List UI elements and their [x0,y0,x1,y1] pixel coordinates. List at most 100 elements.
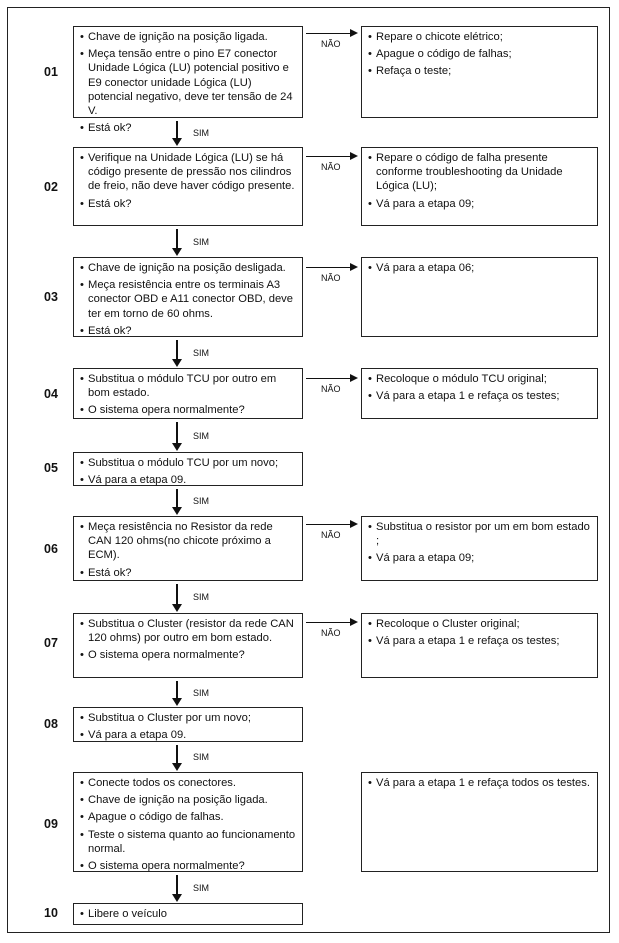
sim-arrow [172,121,182,146]
step-number: 08 [44,717,58,731]
step-list: Substitua o Cluster por um novo; Vá para … [80,711,296,743]
step-bullet: Vá para a etapa 09. [80,728,296,742]
step-bullet: O sistema opera normalmente? [80,403,296,417]
sim-label: SIM [193,236,210,247]
step-action-box: Verifique na Unidade Lógica (LU) se há c… [73,147,303,226]
diagram-frame [7,7,610,933]
step-bullet: Refaça o teste; [368,64,591,78]
step-action-box: Chave de ignição na posição ligada.Meça … [73,26,303,136]
step-list: Substitua o resistor por um em bom estad… [368,520,591,566]
step-bullet: Substitua o módulo TCU por um novo; [80,456,296,470]
nao-label: NÃO [321,628,341,638]
step-bullet: Está ok? [80,566,296,580]
step-bullet: Meça resistência entre os terminais A3 c… [80,278,296,321]
step-bullet: Está ok? [80,197,296,211]
step-number: 05 [44,461,58,475]
step-list: Recoloque o Cluster original; Vá para a e… [368,617,591,649]
sim-arrow [172,584,182,612]
step-number: 06 [44,542,58,556]
step-bullet: Chave de ignição na posição ligada. [80,793,296,807]
step-bullet: Está ok? [80,121,296,135]
step-bullet: Repare o chicote elétrico; [368,30,591,44]
step-action-box: Substitua o módulo TCU por outro em bom … [73,368,303,419]
step-list: Vá para a etapa 1 e refaça todos os test… [368,776,591,790]
sim-arrow [172,422,182,451]
sim-label: SIM [193,430,210,441]
step-list: Meça resistência no Resistor da rede CAN… [80,520,296,580]
sim-label: SIM [193,347,210,358]
step-bullet: Substitua o módulo TCU por outro em bom … [80,372,296,400]
step-bullet: Vá para a etapa 06; [368,261,591,275]
step-number: 09 [44,817,58,831]
step-bullet: Está ok? [80,324,296,338]
step-bullet: Apague o código de falhas. [80,810,296,824]
step-bullet: Chave de ignição na posição desligada. [80,261,296,275]
step-list: Repare o código de falha presente confor… [368,151,591,211]
step-list: Recoloque o módulo TCU original; Vá para … [368,372,591,404]
step-action-box: Substitua o Cluster por um novo; Vá para … [73,707,303,743]
step-bullet: Recoloque o Cluster original; [368,617,591,631]
step-bullet: Vá para a etapa 09. [80,473,296,487]
step-bullet: Vá para a etapa 09; [368,551,591,565]
step-action-box: Meça resistência no Resistor da rede CAN… [73,516,303,581]
step-result-box: Recoloque o Cluster original; Vá para a e… [361,613,598,678]
nao-arrow [306,519,358,528]
nao-label: NÃO [321,530,341,540]
step-list: Verifique na Unidade Lógica (LU) se há c… [80,151,296,211]
step-bullet: Repare o código de falha presente confor… [368,151,591,194]
step-bullet: Recoloque o módulo TCU original; [368,372,591,386]
step-result-box: Recoloque o módulo TCU original; Vá para … [361,368,598,419]
step-bullet: Vá para a etapa 1 e refaça os testes; [368,634,591,648]
step-bullet: Libere o veículo [80,907,296,921]
step-result-box: Repare o chicote elétrico;Apague o códig… [361,26,598,118]
step-list: Libere o veículo [80,907,296,921]
step-list: Repare o chicote elétrico;Apague o códig… [368,30,591,79]
step-bullet: Conecte todos os conectores. [80,776,296,790]
step-number: 07 [44,636,58,650]
step-number: 03 [44,290,58,304]
sim-label: SIM [193,687,210,698]
step-list: Vá para a etapa 06; [368,261,591,275]
step-result-box: Repare o código de falha presente confor… [361,147,598,226]
step-result-box: Vá para a etapa 1 e refaça todos os test… [361,772,598,872]
step-action-box: Libere o veículo [73,903,303,925]
nao-arrow [306,151,358,160]
sim-label: SIM [193,127,210,138]
step-list: Chave de ignição na posição ligada.Meça … [80,30,296,136]
sim-label: SIM [193,882,210,893]
sim-label: SIM [193,496,210,506]
sim-arrow [172,229,182,256]
step-action-box: Chave de ignição na posição desligada. Me… [73,257,303,338]
sim-arrow [172,745,182,771]
step-result-box: Vá para a etapa 06; [361,257,598,337]
step-number: 01 [44,65,58,79]
step-number: 10 [44,906,58,920]
step-bullet: Chave de ignição na posição ligada. [80,30,296,44]
step-bullet: Vá para a etapa 1 e refaça os testes; [368,389,591,403]
step-bullet: O sistema opera normalmente? [80,859,296,873]
step-bullet: Substitua o resistor por um em bom estad… [368,520,591,548]
sim-label: SIM [193,592,210,602]
step-action-box: Substitua o Cluster (resistor da rede CA… [73,613,303,678]
step-list: Substitua o Cluster (resistor da rede CA… [80,617,296,663]
step-bullet: Meça resistência no Resistor da rede CAN… [80,520,296,563]
sim-label: SIM [193,752,210,762]
step-bullet: Teste o sistema quanto ao funcionamento … [80,828,296,856]
nao-arrow [306,28,358,37]
step-bullet: Vá para a etapa 1 e refaça todos os test… [368,776,591,790]
step-result-box: Substitua o resistor por um em bom estad… [361,516,598,581]
nao-label: NÃO [321,384,341,394]
step-number: 04 [44,387,58,401]
step-list: Substitua o módulo TCU por um novo; Vá pa… [80,456,296,488]
sim-arrow [172,489,182,515]
nao-arrow [306,617,358,626]
sim-arrow [172,875,182,902]
step-bullet: Substitua o Cluster por um novo; [80,711,296,725]
nao-label: NÃO [321,162,341,172]
nao-label: NÃO [321,39,341,49]
step-bullet: Verifique na Unidade Lógica (LU) se há c… [80,151,296,194]
step-list: Conecte todos os conectores. Chave de ign… [80,776,296,873]
nao-label: NÃO [321,273,341,283]
sim-arrow [172,340,182,367]
step-bullet: O sistema opera normalmente? [80,648,296,662]
